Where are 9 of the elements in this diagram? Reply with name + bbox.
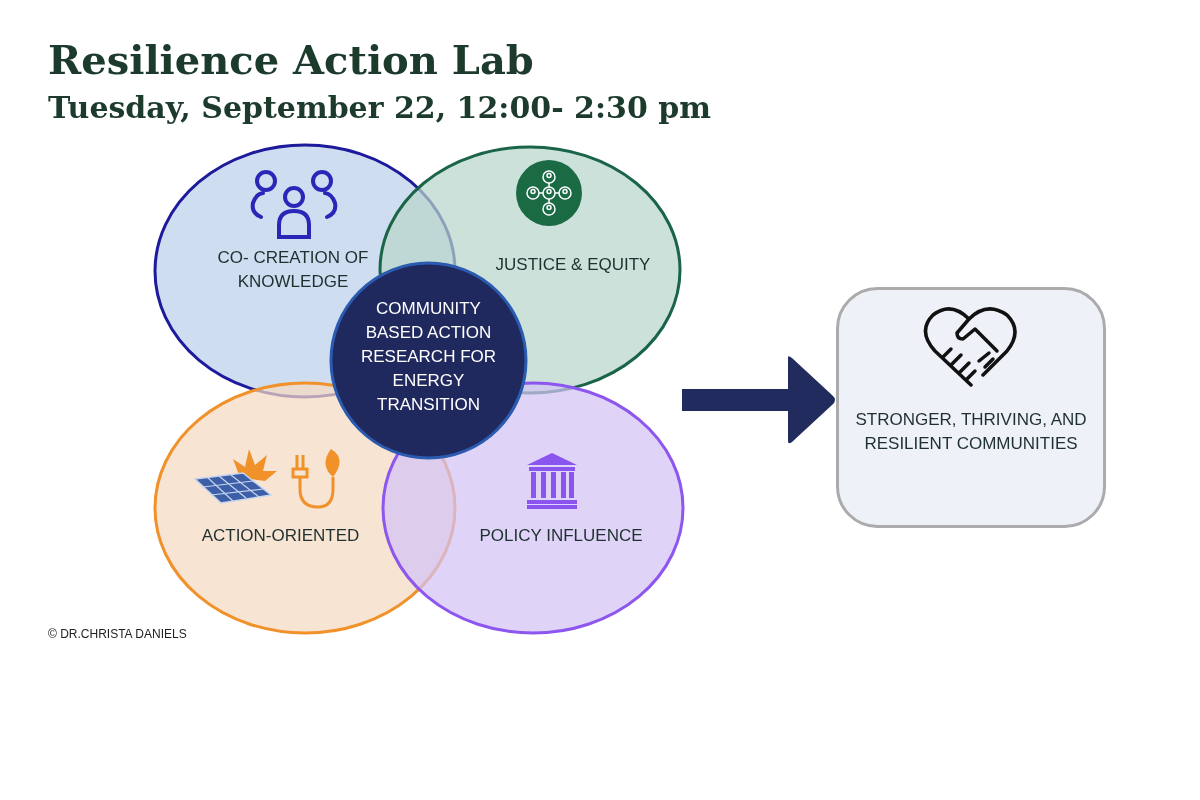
circle-label: POLICY INFLUENCE [478, 525, 644, 547]
copyright-note: © DR.CHRISTA DANIELS [48, 627, 187, 641]
circle-label: ACTION-ORIENTED [200, 525, 361, 547]
center-label: COMMUNITY BASED ACTION RESEARCH FOR ENERGY TRANSITION [359, 298, 498, 416]
circle-label: JUSTICE & EQUITY [494, 254, 652, 276]
subtitle: Tuesday, September 22, 12:00- 2:30 pm [48, 90, 711, 125]
circle-label: CO- CREATION OF KNOWLEDGE [216, 247, 370, 293]
outcome-label: STRONGER, THRIVING, AND RESILIENT COMMUNITIES [854, 409, 1088, 455]
title: Resilience Action Lab [48, 36, 534, 83]
